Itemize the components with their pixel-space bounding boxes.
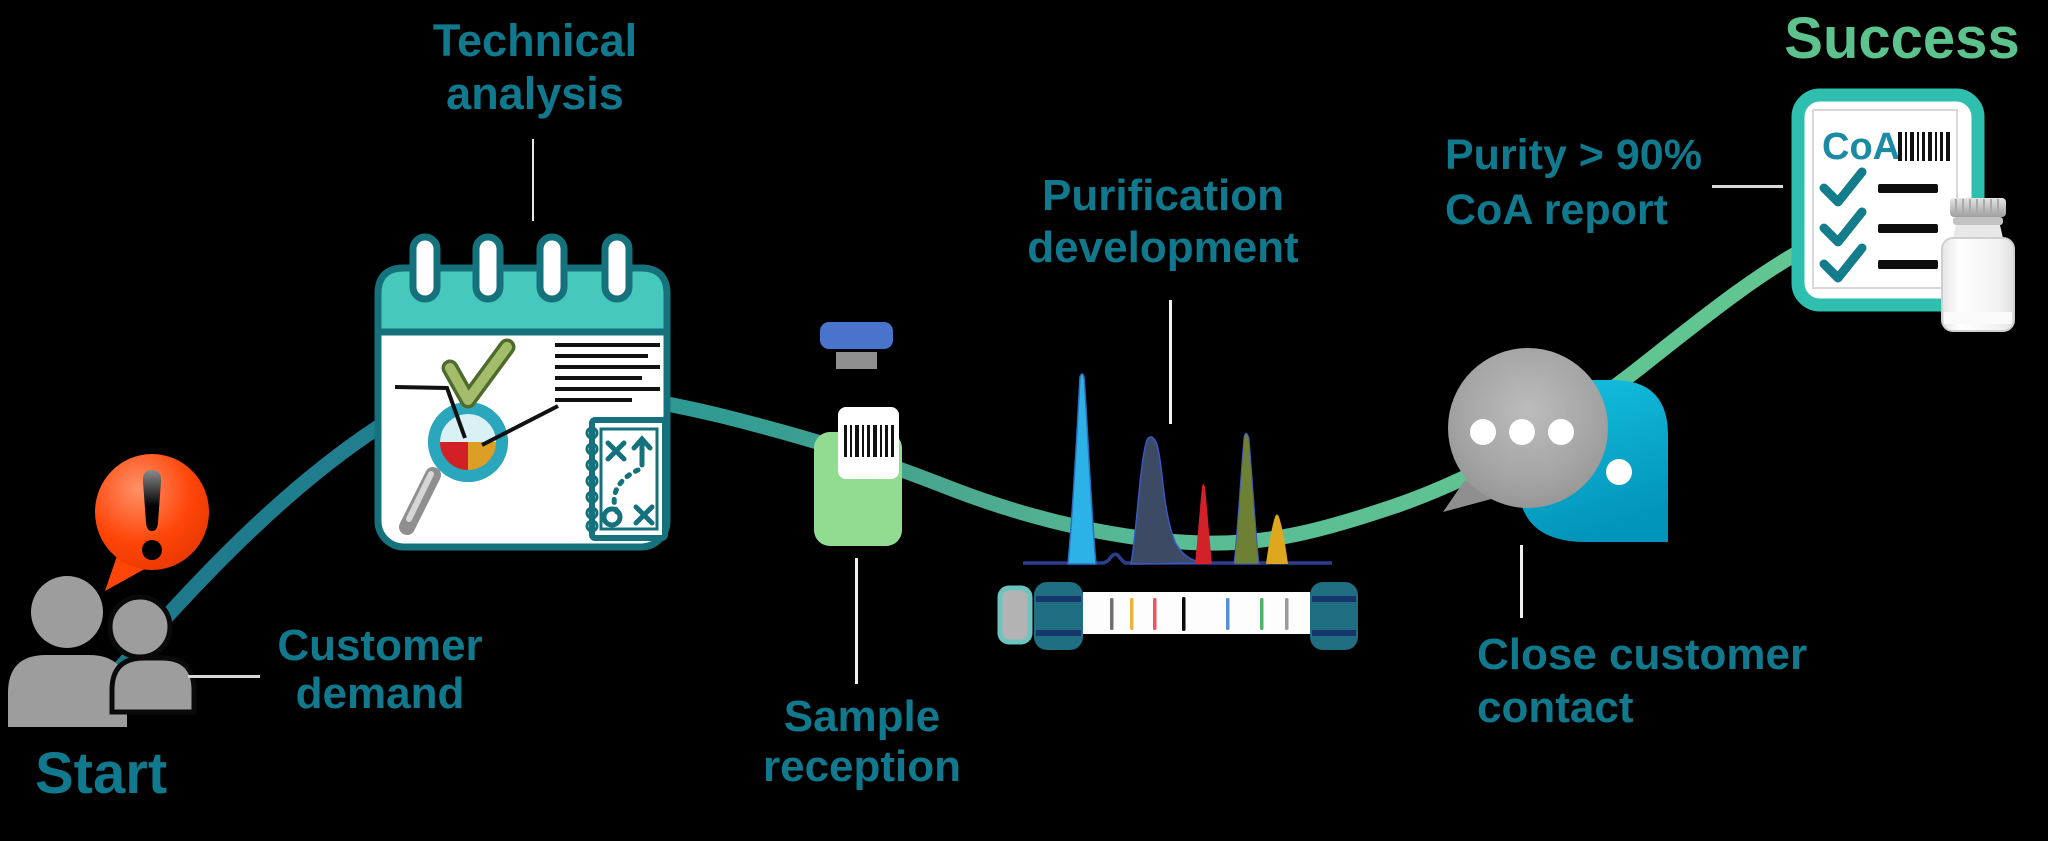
person-head xyxy=(31,576,103,648)
peak-gold xyxy=(1266,514,1288,564)
coa-report-icon: CoA xyxy=(1791,88,1985,312)
label-sample-reception: Sample reception xyxy=(763,692,961,792)
label-line: Technical xyxy=(432,15,638,66)
product-vial-icon xyxy=(1941,198,2015,332)
label-customer-demand: Customer demand xyxy=(277,622,482,718)
label-line: analysis xyxy=(446,68,624,119)
success-text: Success xyxy=(1784,6,2020,71)
peak-red xyxy=(1195,484,1212,564)
calendar-rings xyxy=(409,233,633,303)
label-line: development xyxy=(1027,223,1299,272)
exclamation-speech-bubble-icon xyxy=(95,454,209,591)
label-close-customer-contact: Close customer contact xyxy=(1477,628,1807,734)
cap-ring xyxy=(1953,217,2003,225)
report-checkmarks xyxy=(1819,167,1867,283)
label-line: reception xyxy=(762,742,962,791)
vial-shoulder xyxy=(1953,225,2003,238)
vial-neck-band xyxy=(836,352,877,369)
calendar-header xyxy=(374,264,671,336)
document-text-lines xyxy=(555,343,660,402)
connector-purification xyxy=(1169,300,1172,424)
column-right-cap xyxy=(1310,582,1358,650)
grey-bubble-tail xyxy=(1443,480,1495,512)
checkmark-fill xyxy=(445,342,512,405)
column-left-cap xyxy=(1034,582,1083,650)
person-body xyxy=(8,655,127,727)
peak-blue xyxy=(1067,373,1097,565)
label-line: Close customer xyxy=(1477,630,1808,679)
label-line: CoA report xyxy=(1445,186,1668,234)
column-fitting xyxy=(997,585,1033,645)
label-line: Sample xyxy=(783,692,941,741)
chromatogram-icon xyxy=(1023,373,1332,565)
column-ticks xyxy=(1110,597,1289,631)
label-technical-analysis: Technical analysis xyxy=(433,14,637,120)
label-line: Purification xyxy=(1041,171,1285,220)
barcode xyxy=(844,425,894,457)
analysis-calendar-icon xyxy=(374,233,671,551)
report-text-bars xyxy=(1878,184,1938,269)
connector-technical-analysis xyxy=(532,139,534,221)
people-icon xyxy=(8,576,197,727)
label-purification-development: Purification development xyxy=(1027,170,1298,274)
coa-title: CoA xyxy=(1822,126,1900,168)
connector-close-contact xyxy=(1520,545,1523,618)
start-text: Start xyxy=(35,741,168,806)
cap-ribs xyxy=(1955,199,1999,216)
vial-cap xyxy=(820,322,893,349)
grey-bubble-dots xyxy=(1470,419,1574,445)
connector-sample-reception xyxy=(855,558,858,684)
person-head xyxy=(107,594,173,660)
sample-vial-icon xyxy=(814,322,902,546)
connector-purity xyxy=(1712,185,1783,188)
label-line: contact xyxy=(1477,683,1634,732)
report-barcode xyxy=(1898,132,1950,161)
label-line: Customer xyxy=(277,621,483,670)
baseline xyxy=(1023,552,1332,565)
glass-body xyxy=(1941,237,2015,332)
hplc-column-icon xyxy=(997,582,1358,650)
person-body xyxy=(109,655,197,715)
label-start: Start xyxy=(35,743,167,805)
peak-olive xyxy=(1233,432,1260,565)
connector-customer-demand xyxy=(188,675,260,678)
glass-bottom-band xyxy=(1944,312,2012,324)
label-line: demand xyxy=(295,669,465,718)
label-success: Success xyxy=(1784,8,2019,70)
strategy-pad-icon xyxy=(585,417,668,541)
peak-slate xyxy=(1130,436,1208,565)
label-line: Purity > 90% xyxy=(1445,131,1702,179)
exclamation-dot xyxy=(142,540,162,560)
label-purity-coa: Purity > 90% CoA report xyxy=(1445,128,1702,238)
chat-bubbles-icon xyxy=(1443,348,1668,542)
trend-lines xyxy=(394,385,559,447)
exclamation-mark xyxy=(142,470,162,531)
cyan-bubble-dot xyxy=(1606,459,1632,485)
column-body xyxy=(1083,592,1310,634)
